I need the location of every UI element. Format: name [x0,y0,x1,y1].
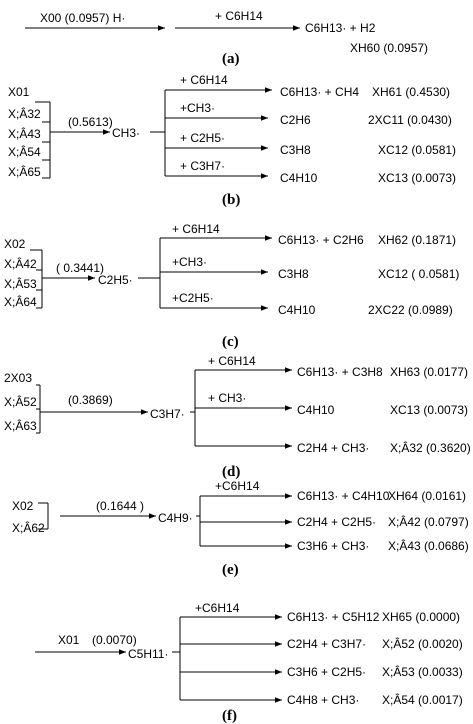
panel-c: X02 X;Â42 X;Â53 X;Â64 ( 0.3441) C2H5· + … [4,222,459,350]
value-c: ( 0.3441) [56,261,104,275]
input-c-2: X;Â53 [4,276,37,291]
reagent-f-r0: +C6H14 [195,601,240,615]
panel-e: X02 X;Â62 (0.1644 ) C4H9· +C6H14 C6H13· … [12,479,469,578]
param-a-r0: XH60 (0.0957) [350,41,428,55]
radical-b: CH3· [112,126,140,140]
panel-label-c: (c) [222,334,239,350]
param-d-r2: X;Â32 (0.3620) [390,440,471,455]
product-f-r3: C4H8 + CH3· [287,693,359,707]
panel-f: X01 (0.0070) C5H11· +C6H14 C6H13· + C5H1… [35,601,463,724]
product-d-r0: C6H13· + C3H8 [297,365,383,379]
reagent-e-r0: +C6H14 [215,479,260,493]
panel-d: 2X03 X;Â52 X;Â63 (0.3869) C3H7· + C6H14 … [4,354,471,480]
reagent-d-r0: + C6H14 [208,354,256,368]
panel-b: X01 X;Â32 X;Â43 X;Â54 X;Â65 (0.5613) CH3… [8,73,456,208]
reagent-b-r0: + C6H14 [180,73,228,87]
value-d: (0.3869) [68,393,113,407]
product-b-r0: C6H13· + CH4 [280,85,359,99]
reagent-d-r1: + CH3· [208,391,246,405]
product-b-r3: C4H10 [280,171,318,185]
param-b-r1: 2XC11 (0.0430) [368,113,452,127]
param-f-r0: XH65 (0.0000) [382,610,460,624]
input-f-0: X01 [58,633,80,647]
panel-label-f: (f) [222,708,237,724]
input-b-3: X;Â54 [8,144,41,159]
param-c-r1: XC12 ( 0.0581) [378,267,459,281]
radical-f: C5H11· [128,647,168,661]
radical-c: C2H5· [98,273,133,287]
product-c-r2: C4H10 [278,303,316,317]
reagent-c-r1: +CH3· [172,255,207,269]
value-f: (0.0070) [92,633,137,647]
value-e: (0.1644 ) [96,499,144,513]
input-e-0: X02 [12,499,34,513]
input-b-4: X;Â65 [8,164,41,179]
product-e-r1: C2H4 + C2H5· [297,515,376,529]
input-c-0: X02 [4,237,26,251]
param-e-r0: XH64 (0.0161) [388,489,466,503]
radical-d: C3H7· [150,407,185,421]
param-e-r1: X;Â42 (0.0797) [388,514,469,529]
reagent-c-r2: +C2H5· [172,291,214,305]
param-b-r0: XH61 (0.4530) [372,85,450,99]
product-c-r1: C3H8 [278,267,309,281]
reagent-c-r0: + C6H14 [172,222,220,236]
reagent-b-r1: +CH3· [180,101,215,115]
param-f-r1: X;Â52 (0.0020) [382,636,463,651]
product-d-r2: C2H4 + CH3· [297,441,369,455]
input-d-1: X;Â52 [4,394,37,409]
radical-e: C4H9· [158,511,193,525]
reagent-b-r3: + C3H7· [180,159,225,173]
reagent-a-r0: + C6H14 [215,9,263,23]
param-c-r2: 2XC22 (0.0989) [368,303,453,317]
panel-label-a: (a) [222,51,240,67]
product-e-r2: C3H6 + CH3· [297,539,369,553]
product-f-r1: C2H4 + C3H7· [287,637,366,651]
param-e-r2: X;Â43 (0.0686) [388,538,469,553]
product-e-r0: C6H13· + C4H10 [297,489,390,503]
product-d-r1: C4H10 [297,403,335,417]
panel-label-d: (d) [222,464,240,480]
product-b-r2: C3H8 [280,143,311,157]
product-a-r0: C6H13· + H2 [305,21,376,35]
panel-a: X00 (0.0957) H· + C6H14 C6H13· + H2 XH60… [25,9,428,67]
product-b-r1: C2H6 [280,113,311,127]
input-c-3: X;Â64 [4,294,37,309]
reagent-b-r2: + C2H5· [180,131,225,145]
input-d-2: X;Â63 [4,418,37,433]
product-f-r2: C3H6 + C2H5· [287,665,366,679]
value-b: (0.5613) [68,115,113,129]
panel-label-b: (b) [222,192,240,208]
input-c-1: X;Â42 [4,256,37,271]
param-f-r2: X;Â53 (0.0033) [382,664,463,679]
input-b-1: X;Â32 [8,106,41,121]
input-b-0: X01 [8,85,30,99]
param-b-r2: XC12 (0.0581) [378,143,456,157]
input-e-1: X;Â62 [12,520,45,535]
input-d-0: 2X03 [4,371,32,385]
panel-label-e: (e) [222,562,239,578]
product-f-r0: C6H13· + C5H12 [287,610,380,624]
param-c-r0: XH62 (0.1871) [378,233,456,247]
product-c-r0: C6H13· + C2H6 [278,233,364,247]
param-d-r0: XH63 (0.0177) [390,365,468,379]
label-a-radical: X00 (0.0957) H· [40,11,125,25]
param-d-r1: XC13 (0.0073) [390,403,468,417]
input-b-2: X;Â43 [8,126,41,141]
param-b-r3: XC13 (0.0073) [378,171,456,185]
param-f-r3: X;Â54 (0.0017) [382,692,463,707]
